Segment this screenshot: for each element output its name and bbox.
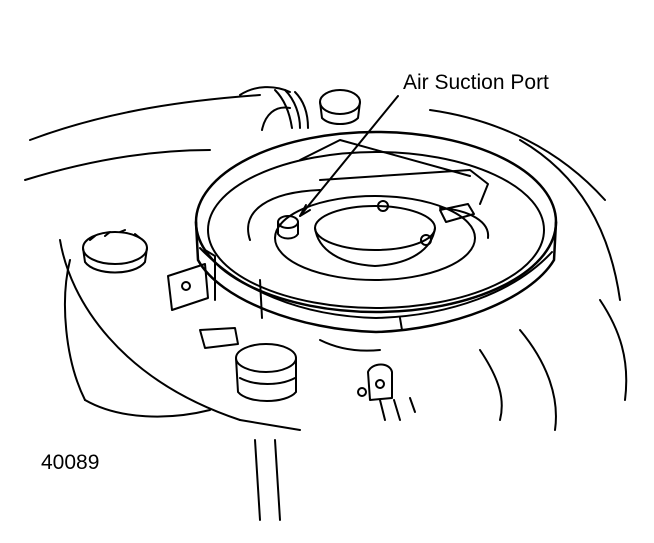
intake-hose bbox=[239, 86, 309, 131]
air-suction-port bbox=[277, 203, 475, 240]
engine-bay-outline bbox=[24, 94, 628, 521]
lower-components bbox=[199, 327, 416, 421]
callout-label: Air Suction Port bbox=[403, 71, 549, 94]
vacuum-hose bbox=[247, 189, 490, 241]
air-cleaner-housing bbox=[194, 130, 558, 334]
reservoir-cap bbox=[64, 229, 211, 418]
callout-leader bbox=[299, 95, 399, 217]
figure-number: 40089 bbox=[41, 451, 100, 474]
hose-cap bbox=[319, 89, 361, 125]
filter-element bbox=[274, 139, 489, 281]
mount-bracket bbox=[167, 249, 216, 311]
